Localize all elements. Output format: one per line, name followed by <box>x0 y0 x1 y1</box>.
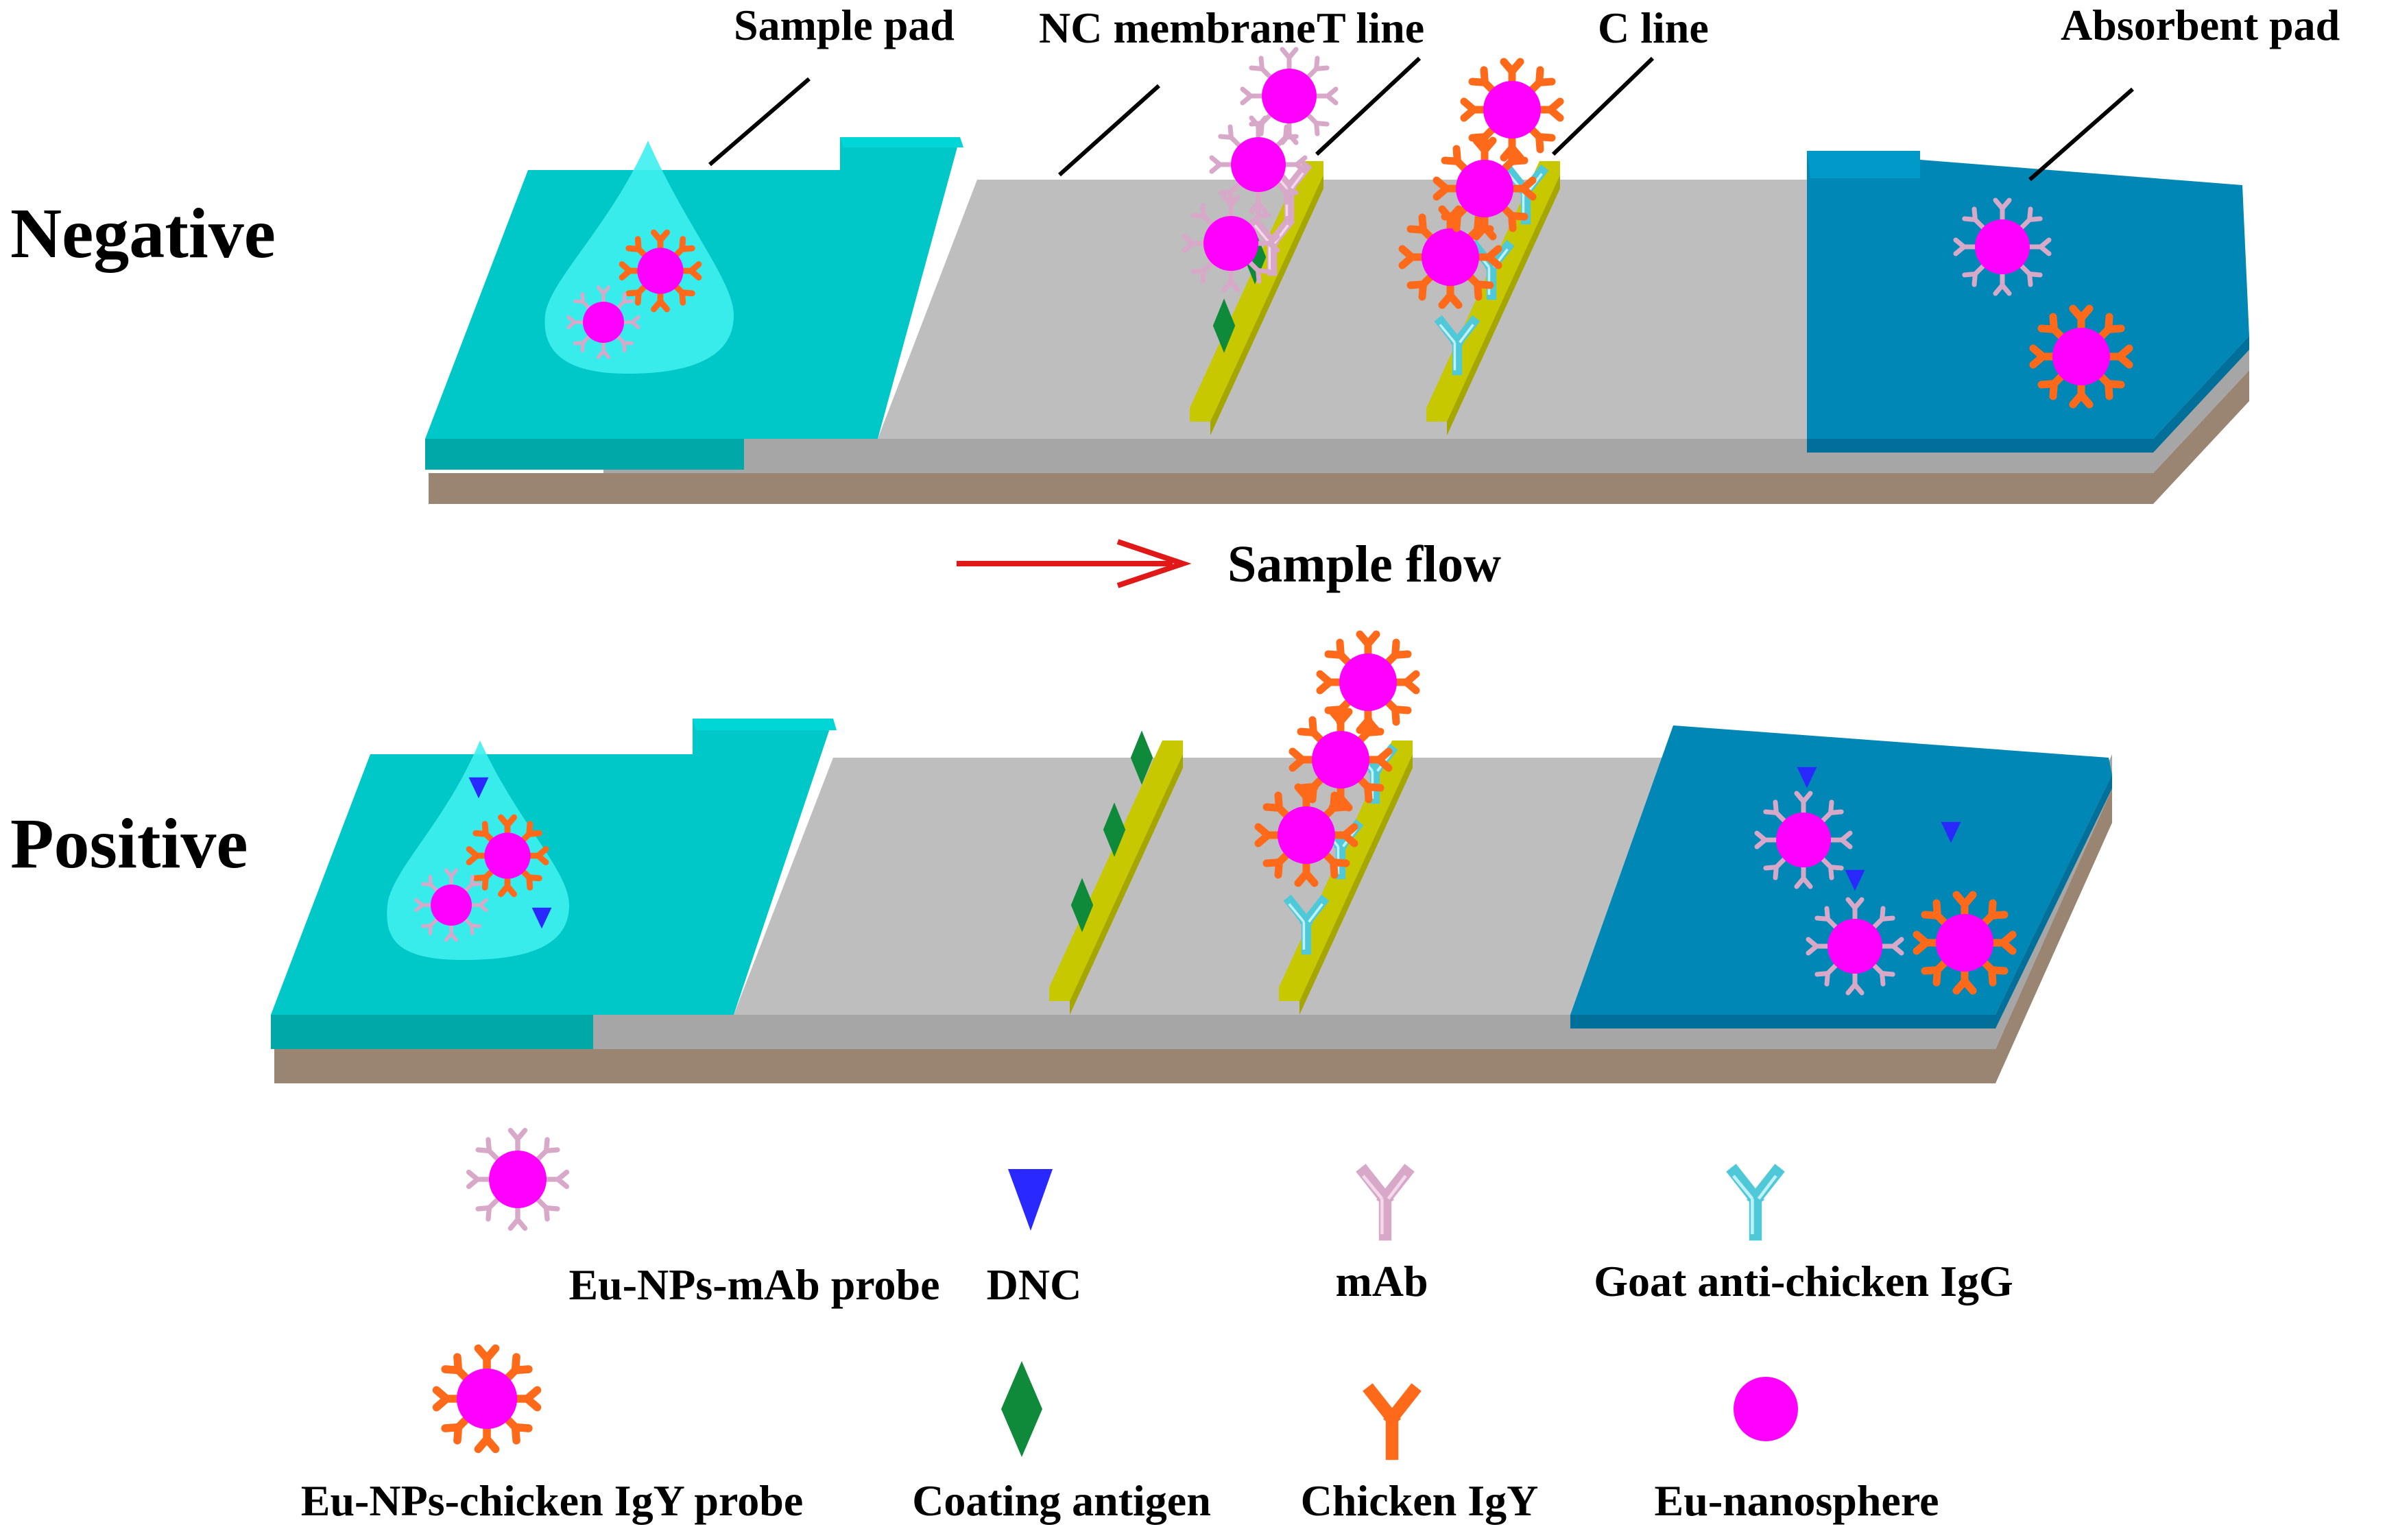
c-line-strip <box>1279 741 1413 1001</box>
absorbent-pad <box>1807 151 2249 439</box>
eu-nanosphere-icon <box>1734 1377 1798 1441</box>
negative-label: Negative <box>10 194 276 273</box>
backing-layer <box>429 370 2249 504</box>
t-line-label: T line <box>1317 3 1424 52</box>
sample-flow-label: Sample flow <box>1227 536 1501 593</box>
eu-nps-chicken-igy-probe-icon <box>437 1349 538 1449</box>
chicken-igy-icon <box>1371 1392 1413 1454</box>
absorbent-pad-label: Absorbent pad <box>2061 1 2340 49</box>
t-line-strip <box>1049 741 1183 1001</box>
sample-pad-side <box>425 439 744 470</box>
legend-eu-nps-chicken-igy-probe: Eu-NPs-chicken IgY probe <box>301 1476 804 1525</box>
nc-membrane-label: NC membrane <box>1039 3 1315 52</box>
positive-label: Positive <box>10 804 248 883</box>
absorbent-pad-top-edge <box>1807 151 1920 178</box>
absorbent-pad-side <box>1807 336 2249 453</box>
backing-layer <box>274 789 2112 1083</box>
dnc-icon <box>1008 1169 1053 1231</box>
legend-chicken-igy: Chicken IgY <box>1301 1476 1539 1525</box>
mab-icon <box>1363 1172 1406 1234</box>
legend-goat-anti-chicken-igg: Goat anti-chicken IgG <box>1594 1257 2013 1306</box>
nc-membrane <box>878 180 1975 439</box>
legend-eu-nanosphere: Eu-nanosphere <box>1655 1476 1939 1525</box>
goat-igg-icon <box>1734 1172 1776 1234</box>
legend-coating-antigen: Coating antigen <box>912 1476 1211 1525</box>
coating-antigen-icon <box>1001 1361 1042 1457</box>
legend-dnc: DNC <box>987 1260 1082 1309</box>
positive-strip <box>271 634 2112 1083</box>
legend-eu-nps-mab-probe: Eu-NPs-mAb probe <box>568 1260 939 1309</box>
legend: Eu-NPs-mAb probe DNC mAb Goat anti-chick… <box>301 1131 2013 1525</box>
sample-flow-arrow: Sample flow <box>957 536 1501 593</box>
sample-pad-label: Sample pad <box>734 1 955 49</box>
legend-mab: mAb <box>1335 1257 1428 1306</box>
component-labels: Sample pad NC membrane T line C line Abs… <box>708 1 2340 182</box>
sample-pad-side <box>271 1015 593 1049</box>
negative-strip <box>425 49 2249 504</box>
eu-nps-mab-probe-icon <box>469 1131 567 1229</box>
c-line-label: C line <box>1598 3 1709 52</box>
sample-pad-top-edge <box>840 137 963 147</box>
sample-pad-top-edge <box>693 719 837 730</box>
nc-membrane <box>734 758 1814 1015</box>
